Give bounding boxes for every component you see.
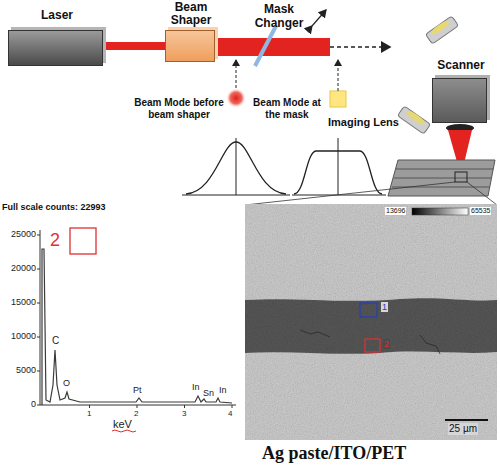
caption: Ag paste/ITO/PET: [262, 443, 406, 464]
laser-box: Laser: [8, 30, 103, 66]
axis-title: keV: [113, 418, 132, 431]
note: Beam Mode at the mask: [248, 97, 326, 120]
laser-beam: [103, 42, 165, 50]
part-name: Beam Shaper: [154, 1, 228, 27]
note: Beam Mode before beam shaper: [130, 97, 228, 120]
peak-label: Pt: [133, 385, 142, 395]
part-name: Scanner: [429, 59, 493, 72]
note: Full scale counts: 22993: [2, 202, 106, 212]
axis-tick: 3: [182, 409, 186, 418]
axis-tick: 20000: [4, 263, 36, 273]
peak-label: In: [192, 382, 200, 392]
peak-label: O: [63, 378, 70, 388]
axis-tick: 10000: [4, 331, 36, 341]
axis-tick: 5000: [4, 365, 36, 375]
part-name: Laser: [17, 9, 97, 22]
peak-label: In: [219, 385, 227, 395]
axis-tick: 4: [228, 409, 232, 418]
scale-bar-label: 25 µm: [448, 423, 478, 435]
beam-shaper-box: Beam Shaper: [165, 30, 215, 62]
scanner-box: Scanner: [432, 78, 487, 123]
axis-tick: 25000: [4, 229, 36, 239]
axis-tick: 1: [87, 409, 91, 418]
peak-label: C: [52, 335, 59, 347]
scale-value: 65535: [470, 207, 491, 215]
callout-number: 2: [50, 230, 60, 251]
part-name: Imaging Lens: [328, 116, 399, 129]
part-name: Mask Changer: [248, 3, 310, 31]
scale-value: 13696: [385, 207, 406, 215]
callout-number: 1: [381, 302, 388, 312]
callout-number: 2: [383, 339, 390, 349]
axis-tick: 2: [134, 409, 138, 418]
peak-label: Sn: [203, 388, 214, 398]
axis-tick: 0: [4, 399, 36, 409]
axis-tick: 15000: [4, 297, 36, 307]
